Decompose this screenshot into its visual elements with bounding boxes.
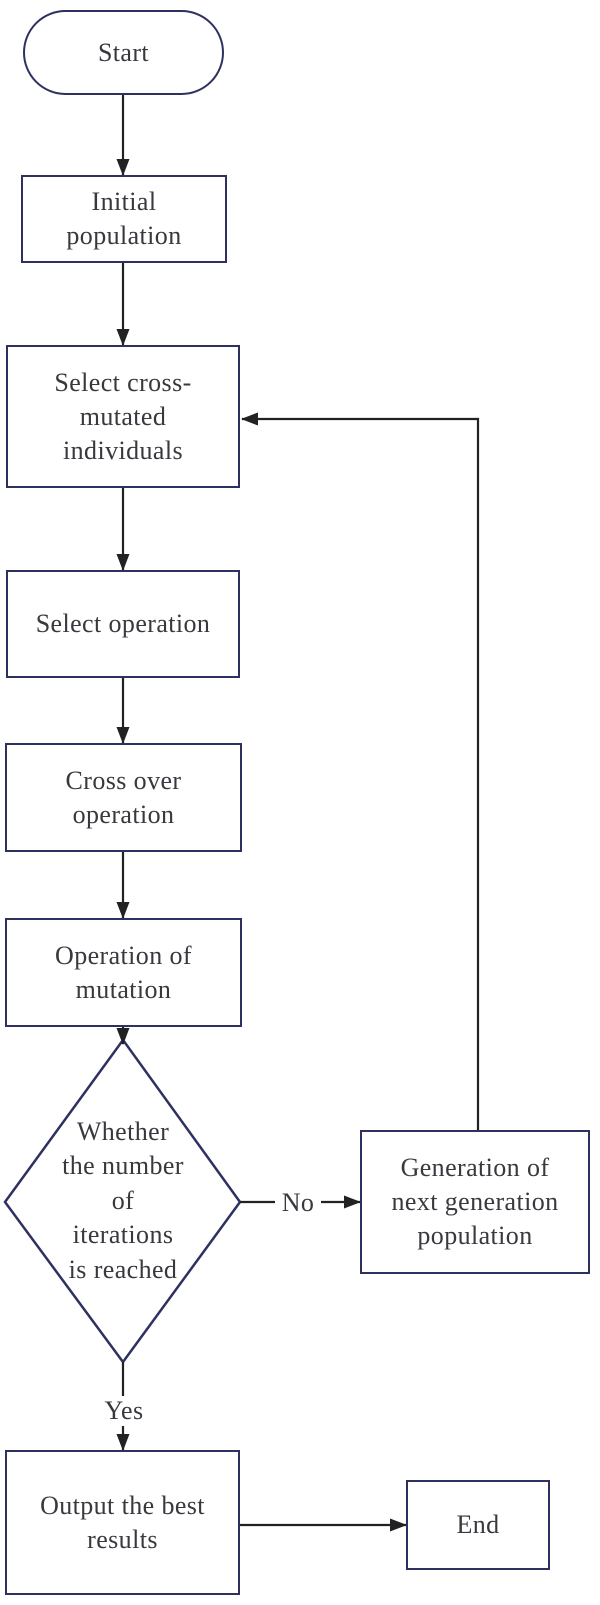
edge-label-yes: Yes — [94, 1396, 154, 1426]
node-cross-over-operation: Cross over operation — [5, 743, 242, 852]
node-select-operation: Select operation — [6, 570, 240, 678]
node-start: Start — [23, 10, 224, 95]
node-end: End — [406, 1480, 550, 1570]
node-output-best-results: Output the best results — [5, 1450, 240, 1595]
node-select-cross-mutated-individuals: Select cross- mutated individuals — [6, 345, 240, 488]
edge-label-no: No — [275, 1188, 321, 1218]
node-decision-iterations-reached: Whether the number of iterations is reac… — [62, 1116, 184, 1284]
node-initial-population: Initial population — [21, 175, 227, 263]
node-operation-of-mutation: Operation of mutation — [5, 918, 242, 1027]
node-generation-next-population: Generation of next generation population — [360, 1130, 590, 1274]
edge-next-generation-feedback-to-select-cross — [241, 412, 480, 1130]
